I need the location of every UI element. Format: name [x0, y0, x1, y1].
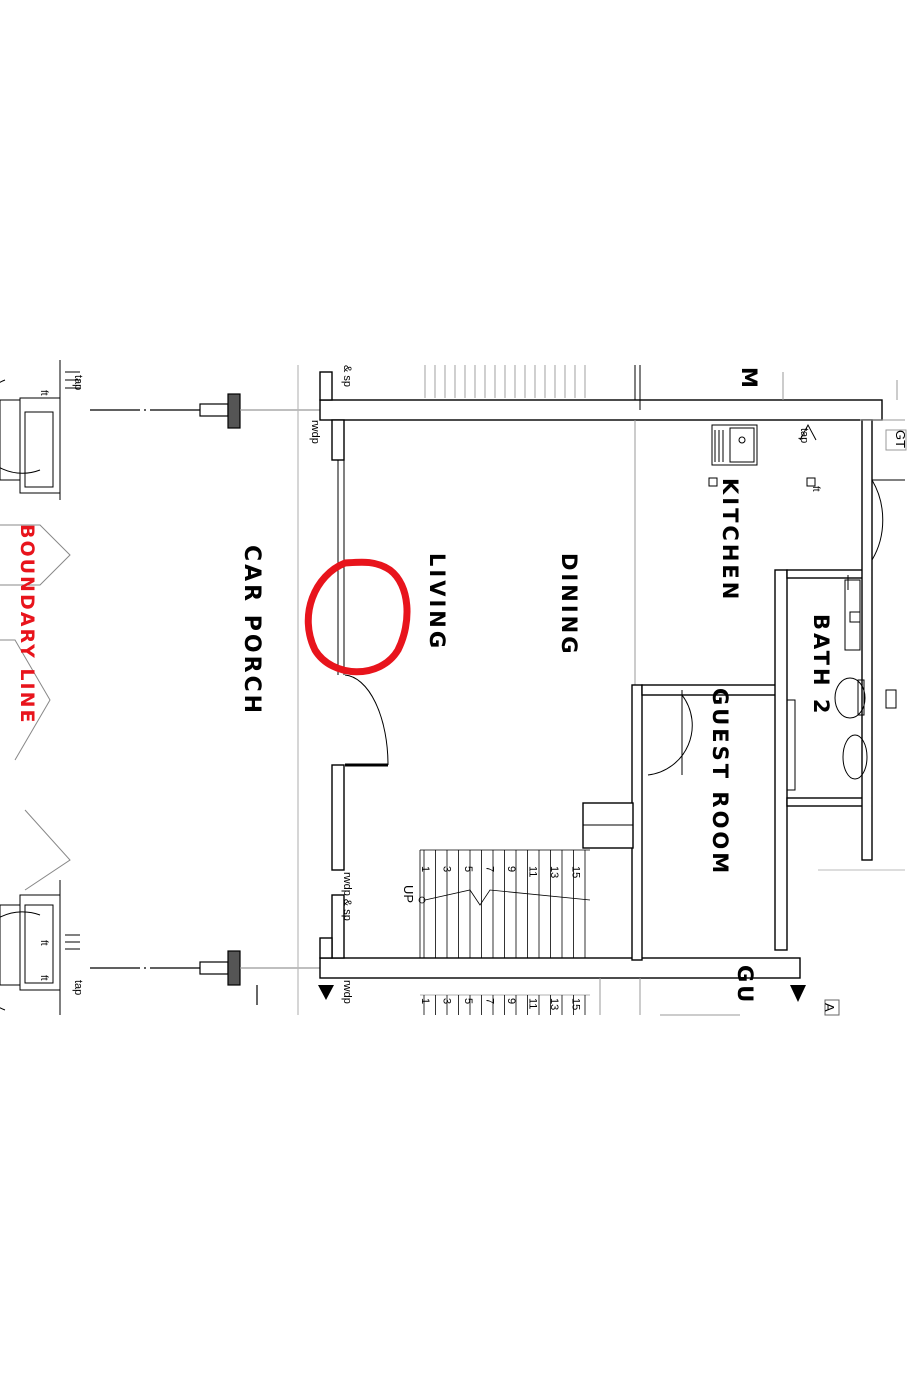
column-top — [227, 393, 241, 429]
kitchen-sink-drain — [738, 436, 746, 444]
boundary-zone — [0, 360, 80, 1015]
stair-number: 3 — [441, 998, 453, 1004]
pier-bottom-outer — [0, 904, 21, 986]
drawing-area: CAR PORCH LIVING DINING KITCHEN BATH 2 G… — [0, 360, 908, 1016]
arrow-icon-1 — [790, 985, 806, 1002]
stair-number: 5 — [462, 866, 474, 872]
room-label-dining: DINING — [557, 553, 581, 656]
fixtures — [318, 372, 907, 1016]
gate-arc-top — [0, 379, 41, 474]
rear-door-swing — [871, 479, 884, 561]
stair-start-dot — [418, 896, 426, 904]
front-pier-bottom — [319, 937, 333, 959]
bath-top-wall — [786, 569, 868, 579]
stair-treads — [423, 850, 586, 958]
arrow-icon-2 — [318, 985, 334, 1000]
wall-top — [319, 399, 883, 421]
room-label-bath-2: BATH 2 — [809, 614, 833, 716]
label-partial-a: A — [822, 1003, 837, 1012]
stair-number: 11 — [527, 998, 539, 1009]
kitchen-sink-bowl — [729, 427, 755, 463]
front-wall-seg-1 — [331, 419, 345, 461]
label-tap-top: tap — [72, 375, 84, 390]
toilet-icon — [834, 677, 866, 719]
arrow-icon-3 — [799, 423, 817, 441]
kitchen-sink-icon — [711, 424, 758, 466]
bath-bottom-wall — [786, 797, 868, 807]
gate-arc-bottom — [0, 911, 41, 1011]
walls — [319, 365, 883, 979]
stair-number: 5 — [462, 998, 474, 1004]
stair-number: 13 — [548, 866, 560, 878]
stair-number: 9 — [505, 866, 517, 872]
gate-chevron-2 — [0, 639, 51, 761]
wall-bottom — [319, 957, 801, 979]
stair-number: 3 — [441, 866, 453, 872]
stair-number: 11 — [527, 866, 539, 877]
label-rwdp-top: rwdp — [309, 420, 321, 444]
label-gt: GT — [893, 430, 908, 448]
label-tap-bottom: tap — [72, 980, 84, 995]
porch-beams — [90, 365, 320, 1015]
doors — [344, 419, 905, 871]
stair-treads-lower — [423, 995, 586, 1015]
room-label-living: LIVING — [425, 553, 449, 651]
room-label-kitchen: KITCHEN — [718, 478, 742, 602]
stair-number: 1 — [419, 866, 431, 872]
label-ft-2: ft — [38, 975, 49, 981]
column-bottom — [227, 950, 241, 986]
bath-fixture-outer — [885, 689, 897, 709]
beam-cap-bottom — [199, 961, 229, 975]
front-pier-top — [319, 371, 333, 401]
washbasin-icon — [842, 734, 868, 780]
room-label-partial-top: M — [737, 367, 761, 391]
label-up: UP — [401, 885, 416, 903]
red-circle-highlight — [304, 558, 411, 676]
stair-number: 15 — [570, 998, 582, 1010]
room-label-guest-room: GUEST ROOM — [708, 688, 732, 876]
gate-chevron-1 — [0, 524, 71, 586]
label-tap-kitchen: tap — [798, 428, 810, 443]
main-door-swing — [344, 674, 389, 766]
pier-top-outer — [0, 399, 21, 481]
toilet-tank — [857, 679, 865, 716]
front-wall-seg-3 — [331, 894, 345, 959]
partial-wall-block — [824, 999, 840, 1016]
pier-bottom-inner — [24, 904, 54, 984]
floor-trap-kitchen-icon — [708, 477, 718, 487]
gate-chevron-3 — [24, 809, 71, 891]
stair-number: 7 — [484, 998, 496, 1004]
front-wall-seg-2 — [331, 764, 345, 871]
guest-door-swing — [647, 694, 693, 776]
shower-icon — [844, 579, 861, 651]
pier-top-inner — [24, 411, 54, 488]
room-label-partial-bottom: GU — [733, 965, 757, 1005]
beam-cap-top — [199, 403, 229, 417]
label-ft-4: ft — [38, 390, 49, 396]
bath-guest-wall — [774, 569, 788, 951]
stairs — [418, 365, 591, 1015]
stair-number: 9 — [505, 998, 517, 1004]
boundary-line-label: BOUNDARY LINE — [16, 524, 38, 724]
stair-number: 13 — [548, 998, 560, 1010]
rear-wall — [861, 419, 873, 861]
label-rwdp-bottom: rwdp — [341, 980, 353, 1004]
stair-number: 15 — [570, 866, 582, 878]
bath-window — [786, 699, 796, 791]
label-ft-3: ft — [810, 486, 821, 492]
label-rwdp-sp-bottom: rwdp & sp — [341, 872, 353, 921]
stair-top-partial — [424, 365, 586, 398]
label-ft-1: ft — [38, 940, 49, 946]
garden-tap-icon — [885, 429, 907, 451]
label-rwdp-sp-top: & sp — [341, 365, 353, 387]
stair-break-line — [424, 889, 591, 906]
stair-number: 1 — [419, 998, 431, 1004]
shower-drain — [849, 611, 861, 623]
room-label-car-porch: CAR PORCH — [239, 545, 264, 716]
floor-trap-icon — [806, 477, 816, 487]
stair-number: 7 — [484, 866, 496, 872]
